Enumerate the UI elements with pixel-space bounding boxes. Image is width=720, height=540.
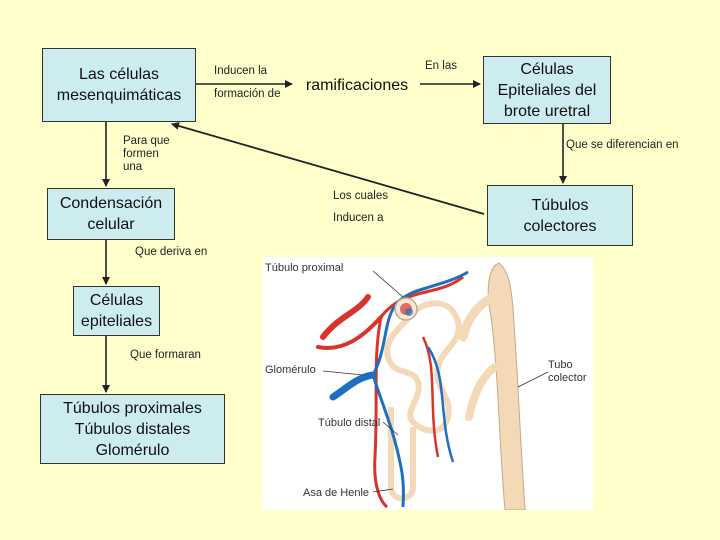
label-inducen-la: Inducen la <box>214 65 268 77</box>
label-que-deriva: Que deriva en <box>135 246 208 258</box>
box-tubulos-colectores: Túbulos colectores <box>487 185 633 246</box>
vein-shape <box>329 371 377 401</box>
label-formacion-de: formación de <box>214 88 281 100</box>
box-condensacion: Condensación celular <box>47 188 175 240</box>
artery-shape <box>320 294 371 340</box>
label-tubulo-distal: Túbulo distal <box>318 417 381 429</box>
tubule-shape <box>384 300 462 434</box>
label-que-se-diferencian: Que se diferencian en <box>566 139 679 151</box>
arrow-col-to-mes <box>171 122 485 215</box>
label-que-formaran: Que formaran <box>130 349 201 361</box>
box-resultado: Túbulos proximales Túbulos distales Glom… <box>40 394 225 464</box>
label-asa-henle: Asa de Henle <box>303 487 370 499</box>
box-celulas-epiteliales: Células epiteliales <box>73 286 160 336</box>
collecting-duct-shape <box>487 262 526 510</box>
label-inducen-a: Inducen a <box>333 212 384 224</box>
box-mesenquimaticas: Las células mesenquimáticas <box>42 48 196 122</box>
label-en-las: En las <box>425 60 457 72</box>
label-los-cuales: Los cuales <box>333 190 388 202</box>
label-glomerulo: Glomérulo <box>265 364 316 376</box>
label-para-que: Para que formen una <box>123 135 170 173</box>
label-tubulo-proximal: Túbulo proximal <box>265 262 344 274</box>
nephron-illustration: Túbulo proximal Glomérulo Túbulo distal … <box>263 257 593 510</box>
box-ramificaciones: ramificaciones <box>296 56 418 114</box>
label-tubo-colector: Tubo colector <box>548 359 587 384</box>
box-epiteliales-brote: Células Epiteliales del brote uretral <box>483 56 611 124</box>
